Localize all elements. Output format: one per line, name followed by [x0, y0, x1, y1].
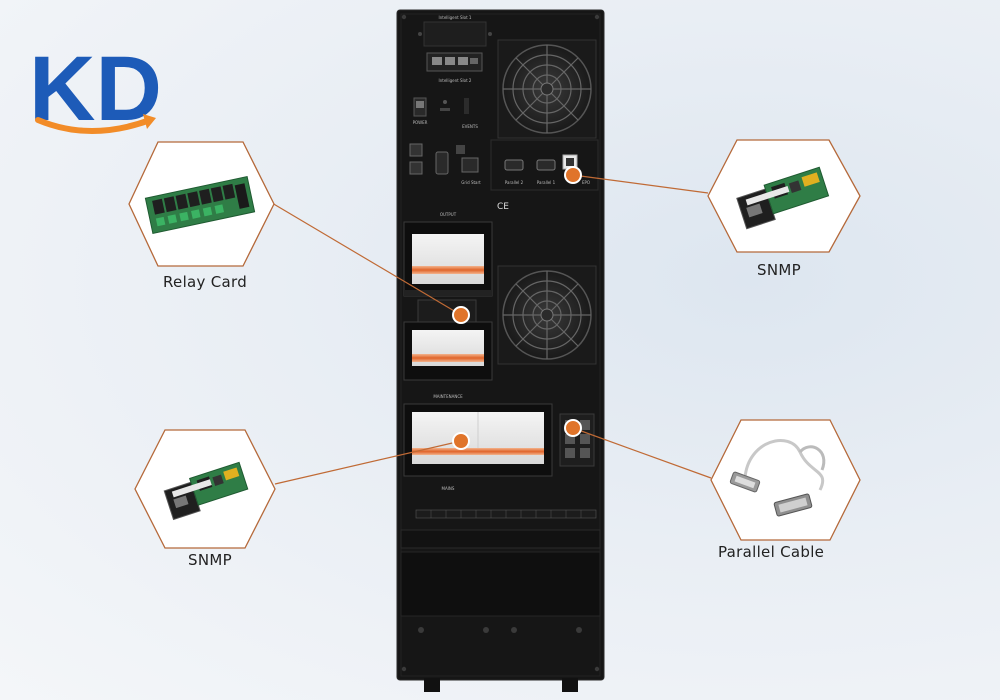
slot-1-label: Intelligent Slot 1 [439, 15, 472, 20]
port-label-parallel-2: Parallel 2 [505, 180, 524, 185]
relay-card-icon [144, 175, 256, 235]
mains-label: MAINS [442, 486, 455, 491]
marker-snmp-left [452, 432, 470, 450]
marker-snmp-right [564, 166, 582, 184]
relay-card-label: Relay Card [163, 273, 248, 291]
terminal-label-strip [415, 509, 597, 519]
port-label-parallel-1: Parallel 1 [537, 180, 556, 185]
slot-2-label: Intelligent Slot 2 [439, 78, 472, 83]
brand-logo: KD [29, 38, 162, 140]
snmp-left-line [274, 440, 462, 485]
ce-mark: CE [497, 202, 509, 212]
snmp-card-icon [736, 166, 830, 230]
marker-parallel-cable [564, 419, 582, 437]
callout-markers [452, 166, 582, 450]
parallel-cable-line [572, 427, 712, 479]
snmp-left-hexagon [134, 429, 276, 549]
maintenance-bypass-window: MAINS [403, 403, 595, 491]
cooling-fan-bottom [497, 265, 597, 365]
events-label: EVENTS [462, 124, 478, 129]
relay-card-line [271, 202, 462, 316]
events-panel: EVENTS [440, 98, 478, 129]
snmp-right-hexagon [707, 139, 861, 253]
input-terminal: MAINTENANCE [403, 321, 493, 399]
snmp-right-line [572, 174, 709, 194]
snmp-right-label: SNMP [757, 261, 801, 279]
cooling-fan-top [497, 39, 597, 139]
ups-cabinet: Intelligent Slot 1 Intelligent Slot 2 PO… [396, 9, 605, 692]
logo-swoosh [35, 117, 153, 134]
callout-lines [271, 174, 712, 485]
bottom-screws [418, 627, 582, 633]
output-label: OUTPUT [440, 212, 457, 217]
output-terminal: OUTPUT [403, 212, 493, 325]
relay-card-hexagon [128, 141, 275, 267]
parallel-cable-label: Parallel Cable [718, 543, 825, 561]
comm-ports: Grid Start Parallel 2 Parallel 1 EPO [409, 139, 599, 191]
port-label-epo: EPO [582, 180, 590, 185]
parallel-cable-hexagon [710, 419, 861, 541]
parallel-cable-icon [729, 439, 826, 517]
marker-relay-card [452, 306, 470, 324]
snmp-left-label: SNMP [188, 551, 232, 569]
maintenance-label: MAINTENANCE [433, 394, 463, 399]
power-label: POWER [413, 120, 428, 125]
snmp-card-icon [163, 461, 249, 521]
power-switch: POWER [413, 97, 428, 125]
port-label-grid-start: Grid Start [461, 180, 481, 185]
intelligent-slot-1: Intelligent Slot 1 Intelligent Slot 2 [418, 15, 492, 83]
logo-arrow [143, 114, 156, 129]
